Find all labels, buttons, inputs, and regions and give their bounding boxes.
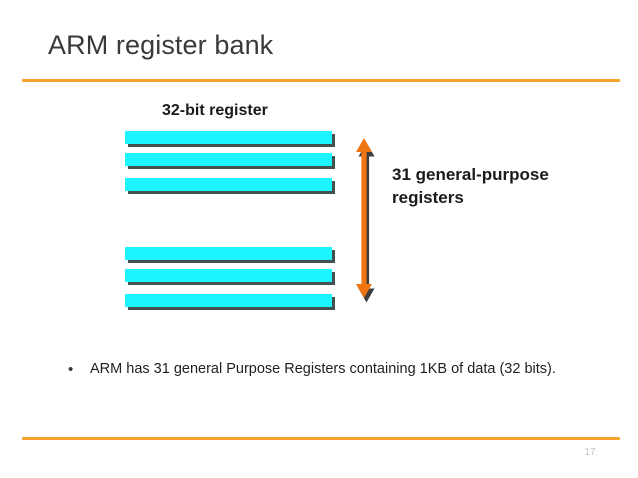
register-bar [125,269,332,282]
general-purpose-registers-annotation: 31 general-purpose registers [392,163,592,209]
register-width-label: 32-bit register [162,102,268,119]
double-headed-arrow-icon [354,128,388,312]
title-divider-rule [22,79,620,82]
bullet-list-item: • ARM has 31 general Purpose Registers c… [68,360,588,379]
page-title: ARM register bank [48,30,274,60]
register-bar [125,294,332,307]
register-bar [125,247,332,260]
register-bar [125,131,332,144]
annotation-line-1: 31 general-purpose [392,165,549,184]
register-bar [125,153,332,166]
page-number: 17 [584,447,596,458]
bullet-marker-icon: • [68,361,74,378]
bullet-item-text: ARM has 31 general Purpose Registers con… [90,361,556,377]
annotation-line-2: registers [392,188,464,207]
footer-divider-rule [22,437,620,440]
register-bar [125,178,332,191]
